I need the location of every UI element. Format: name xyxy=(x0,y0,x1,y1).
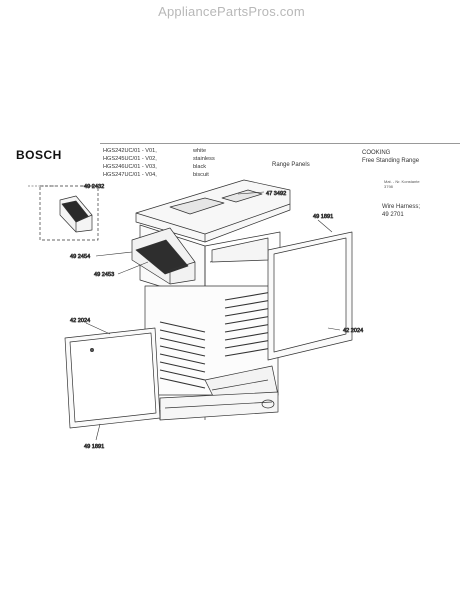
revision-note: Mat. - Nr. Konstante 3798 xyxy=(384,179,420,189)
model-line: HGS246UC/01 - V03, xyxy=(103,164,157,170)
oven-rack-lines-left xyxy=(159,321,206,389)
color-list: white stainless black biscuit xyxy=(193,147,215,179)
center-bracket-part xyxy=(131,227,196,285)
detail-bracket-part xyxy=(59,195,93,233)
leader-lines xyxy=(28,185,341,441)
oven-rack-lines-right xyxy=(224,291,273,357)
wire-harness-label: Wire Harness; xyxy=(382,204,421,210)
color-line: stainless xyxy=(193,156,215,162)
left-side-panel xyxy=(64,327,161,429)
color-line: white xyxy=(193,148,207,154)
part-label: 49 2432 xyxy=(84,184,104,190)
part-label: 42 2024 xyxy=(70,318,90,324)
part-label: 42 2024 xyxy=(343,328,363,334)
part-label: 47 3492 xyxy=(266,191,286,197)
detail-inset-box xyxy=(39,185,99,241)
watermark: AppliancePartsPros.com xyxy=(158,4,305,19)
wire-harness-part: 49 2701 xyxy=(382,212,404,218)
section-title: Range Panels xyxy=(272,162,310,168)
brand-logo: BOSCH xyxy=(16,148,62,162)
right-side-panel xyxy=(267,231,353,361)
category-sublabel: Free Standing Range xyxy=(362,158,420,164)
color-line: black xyxy=(193,164,207,170)
model-list: HGS242UC/01 - V01, HGS245UC/01 - V02, HGS2… xyxy=(103,147,157,179)
model-line: HGS242UC/01 - V01, xyxy=(103,148,157,154)
part-label: 49 2454 xyxy=(70,254,90,260)
part-label: 49 1891 xyxy=(84,444,104,450)
top-panel xyxy=(135,179,291,243)
model-line: HGS247UC/01 - V04, xyxy=(103,172,157,178)
category-label: COOKING xyxy=(362,150,391,156)
model-line: HGS245UC/01 - V02, xyxy=(103,156,157,162)
right-rear-panel xyxy=(211,237,269,263)
color-line: biscuit xyxy=(193,172,209,178)
header-rule xyxy=(100,143,460,144)
bottom-drawer xyxy=(159,391,279,421)
part-label: 49 2453 xyxy=(94,272,114,278)
part-label: 49 1891 xyxy=(313,214,333,220)
